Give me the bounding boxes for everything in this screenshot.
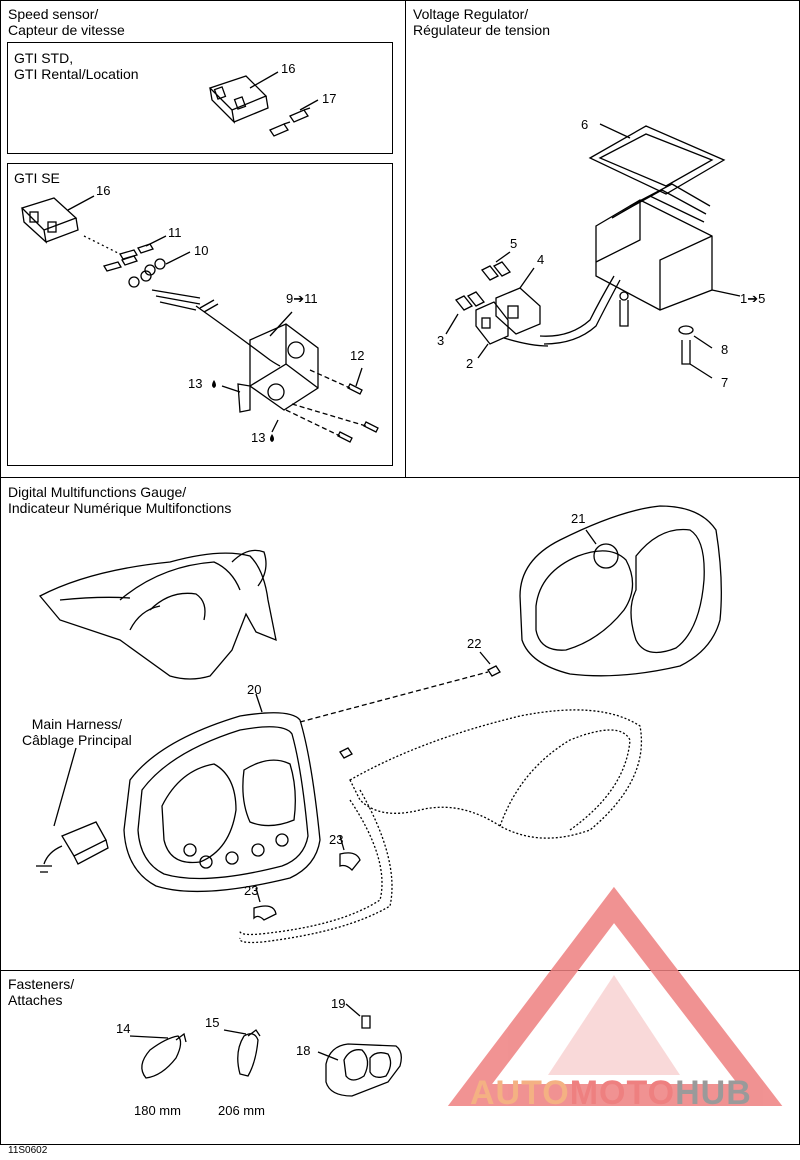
harness-connector — [61, 821, 109, 865]
gti-se-label: GTI SE — [14, 170, 60, 186]
gauge-title: Digital Multifunctions Gauge/ Indicateur… — [8, 484, 232, 516]
callout-1-5: 1➔5 — [740, 291, 766, 306]
callout-20: 20 — [247, 682, 262, 697]
callout-19: 19 — [331, 996, 346, 1011]
connector-4 — [495, 287, 541, 335]
callout-22: 22 — [467, 636, 482, 651]
tie-14-length: 180 mm — [134, 1103, 181, 1118]
callout-23-a: 23 — [329, 832, 344, 847]
gauge-20 — [123, 712, 321, 893]
callout-15: 15 — [205, 1015, 220, 1030]
gti-std-box — [7, 42, 393, 154]
callout-12: 12 — [350, 348, 365, 363]
gti-std-label: GTI STD, GTI Rental/Location — [14, 50, 139, 82]
speed-sensor-title: Speed sensor/ Capteur de vitesse — [8, 6, 125, 38]
watermark-logo — [447, 886, 783, 1106]
fasteners-title: Fasteners/ Attaches — [8, 976, 75, 1008]
main-harness-label: Main Harness/ Câblage Principal — [22, 716, 132, 748]
callout-2: 2 — [466, 356, 474, 371]
callout-7: 7 — [721, 375, 729, 390]
connector-2 — [475, 301, 509, 345]
callout-3: 3 — [437, 333, 445, 348]
connector-16-se — [20, 197, 79, 244]
callout-14: 14 — [116, 1021, 131, 1036]
voltage-regulator-title: Voltage Regulator/ Régulateur de tension — [413, 6, 550, 38]
cable-tie-14 — [141, 1032, 187, 1079]
callout-13-a: 13 — [188, 376, 203, 391]
connector-16-std — [208, 75, 269, 124]
pins-17 — [269, 107, 311, 137]
clip-18 — [325, 1043, 402, 1097]
gasket-6 — [588, 125, 726, 195]
callout-21: 21 — [571, 511, 586, 526]
cable-tie-15 — [237, 1029, 261, 1077]
callout-11: 11 — [168, 225, 182, 240]
gti-se-box — [7, 163, 393, 466]
callout-4: 4 — [537, 252, 545, 267]
bezel-21 — [519, 505, 722, 677]
pins-seals — [103, 243, 166, 288]
tie-15-length: 206 mm — [218, 1103, 265, 1118]
callout-18: 18 — [296, 1043, 311, 1058]
callout-10: 10 — [194, 243, 209, 258]
callout-5: 5 — [510, 236, 518, 251]
callout-23-b: 23 — [244, 883, 259, 898]
callout-8: 8 — [721, 342, 729, 357]
callout-16-std: 16 — [281, 61, 296, 76]
speed-sensor-body — [237, 323, 319, 413]
diagram-code: 11S0602 — [8, 1145, 48, 1156]
callout-16-se: 16 — [96, 183, 111, 198]
watermark-hub: HUB — [675, 1074, 752, 1112]
callout-6: 6 — [581, 117, 589, 132]
callout-9-11: 9➔11 — [286, 291, 318, 306]
watermark-auto: AUTO — [470, 1074, 570, 1112]
watermark-text: AUTOMOTOHUB — [470, 1074, 752, 1113]
callout-17: 17 — [322, 91, 337, 106]
callout-13-b: 13 — [251, 430, 266, 445]
watermark-moto: MOTO — [569, 1074, 676, 1112]
upper-cowl — [38, 549, 277, 680]
